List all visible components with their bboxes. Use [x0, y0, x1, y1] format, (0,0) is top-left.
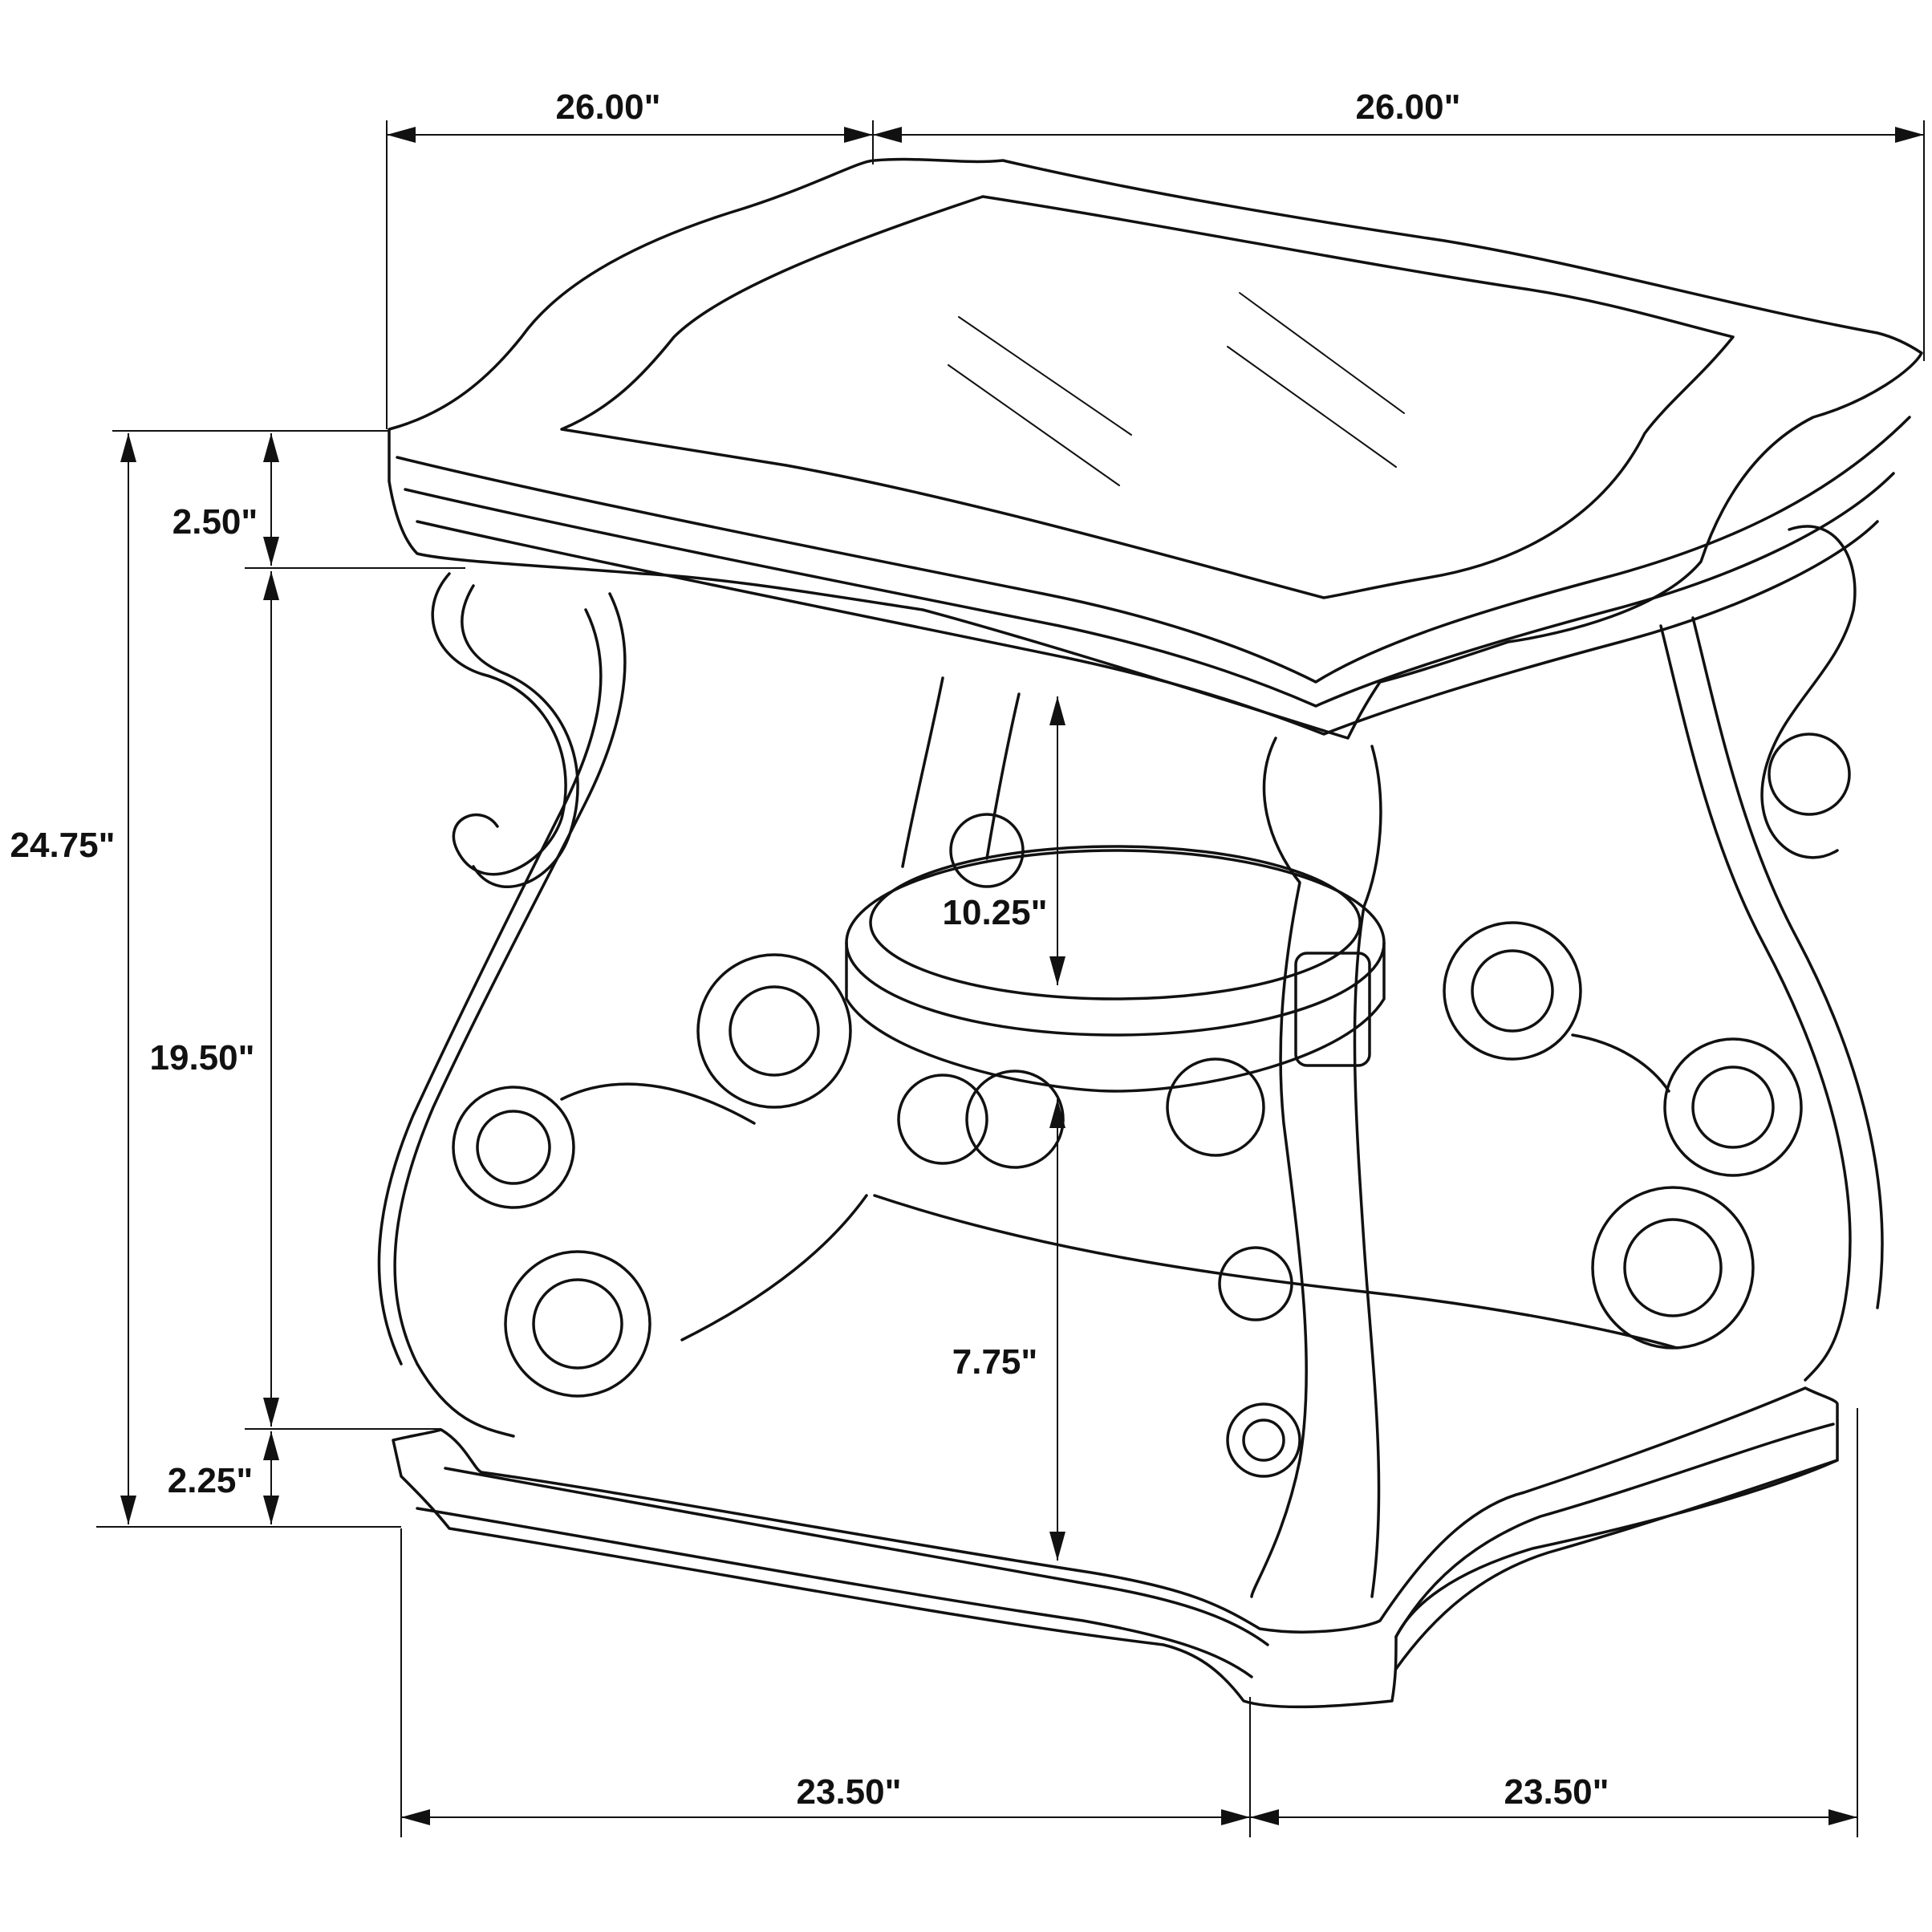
- arrowhead: [1221, 1809, 1250, 1825]
- right-leg-curl: [1768, 733, 1851, 816]
- arrowhead: [1049, 1532, 1065, 1561]
- center-leg-curl: [1226, 1402, 1301, 1478]
- glass-reflection-line: [958, 316, 1132, 436]
- base-edge-band: [444, 1423, 1835, 1646]
- base-width-right-label: 23.50": [1504, 1772, 1609, 1812]
- left-leg-curl: [504, 1250, 651, 1398]
- glass-reflection-line: [948, 364, 1120, 486]
- center-leg-collar: [1294, 952, 1371, 1067]
- middle-shelf-ring: [869, 845, 1362, 1000]
- arrowhead: [263, 433, 279, 462]
- right-leg-scroll: [1659, 525, 1884, 1382]
- arrowhead: [1049, 956, 1065, 985]
- top-width-left-label: 26.00": [556, 87, 661, 127]
- base-width-left-label: 23.50": [797, 1772, 902, 1812]
- right-leg-curl: [1471, 949, 1554, 1033]
- base-back-edge: [680, 1194, 1678, 1350]
- arrowhead: [120, 1496, 136, 1524]
- base-outline: [392, 1386, 1839, 1709]
- arrowhead: [263, 1398, 279, 1427]
- tabletop-edge-band: [404, 472, 1895, 708]
- back-leg: [901, 676, 1021, 868]
- top-thickness-label: 2.50": [172, 502, 258, 542]
- left-leg-curl: [532, 1278, 623, 1370]
- arrowhead: [263, 1496, 279, 1524]
- right-leg-curl: [1691, 1065, 1775, 1149]
- glass-panel-outline: [560, 195, 1735, 599]
- arrowhead: [1250, 1809, 1279, 1825]
- left-leg-scroll-inner: [377, 584, 603, 1366]
- left-leg-curl: [696, 953, 852, 1109]
- arrowhead: [401, 1809, 430, 1825]
- table-line-art: [377, 157, 1923, 1709]
- left-leg-curl: [729, 985, 820, 1077]
- right-leg-curl: [1591, 1186, 1755, 1350]
- right-leg-curl: [1623, 1218, 1723, 1317]
- right-leg-curl: [1663, 1037, 1803, 1177]
- tabletop-edge-band: [396, 416, 1911, 684]
- right-side-stretcher: [1571, 1033, 1670, 1093]
- top-width-right-label: 26.00": [1356, 87, 1461, 127]
- left-side-stretcher: [560, 1082, 756, 1125]
- back-leg-curl: [1166, 1057, 1265, 1157]
- arrowhead: [873, 127, 902, 143]
- tabletop-outline: [388, 157, 1923, 740]
- glass-reflection-line: [1239, 292, 1405, 414]
- middle-shelf-ring-edge: [845, 941, 1386, 1093]
- arrowhead: [263, 537, 279, 566]
- left-leg-curl: [452, 1086, 575, 1209]
- arrowhead: [1049, 696, 1065, 725]
- arrowhead: [1895, 127, 1924, 143]
- leg-height-label: 19.50": [150, 1038, 255, 1078]
- arrowhead: [844, 127, 873, 143]
- left-leg-curl: [476, 1110, 551, 1185]
- tabletop-edge-band: [416, 520, 1879, 736]
- base-thickness-label: 2.25": [168, 1461, 254, 1500]
- overall-height-label: 24.75": [10, 826, 116, 865]
- base-edge-band: [416, 1459, 1839, 1678]
- arrowhead: [1828, 1809, 1857, 1825]
- middle-shelf-ring: [845, 849, 1386, 1037]
- left-leg-scroll: [393, 572, 627, 1438]
- back-leg-curl: [949, 813, 1025, 888]
- dimension-labels: 26.00" 26.00" 24.75" 2.50" 19.50" 2.25" …: [10, 87, 1609, 1812]
- arrowhead: [120, 433, 136, 462]
- right-leg-curl: [1443, 921, 1582, 1061]
- arrowhead: [263, 1431, 279, 1460]
- back-leg-curl: [965, 1070, 1065, 1169]
- center-leg-scroll: [1250, 737, 1382, 1598]
- glass-reflection-line: [1227, 346, 1397, 468]
- arrowhead: [387, 127, 416, 143]
- shelf-height-label: 7.75": [952, 1342, 1038, 1382]
- dimension-lines: [96, 120, 1925, 1837]
- arrowhead: [1049, 1099, 1065, 1128]
- shelf-diameter-label: 10.25": [943, 893, 1048, 932]
- back-leg-curl: [897, 1074, 988, 1165]
- arrowhead: [263, 571, 279, 600]
- center-leg-curl: [1218, 1246, 1293, 1321]
- center-leg-curl: [1242, 1419, 1285, 1462]
